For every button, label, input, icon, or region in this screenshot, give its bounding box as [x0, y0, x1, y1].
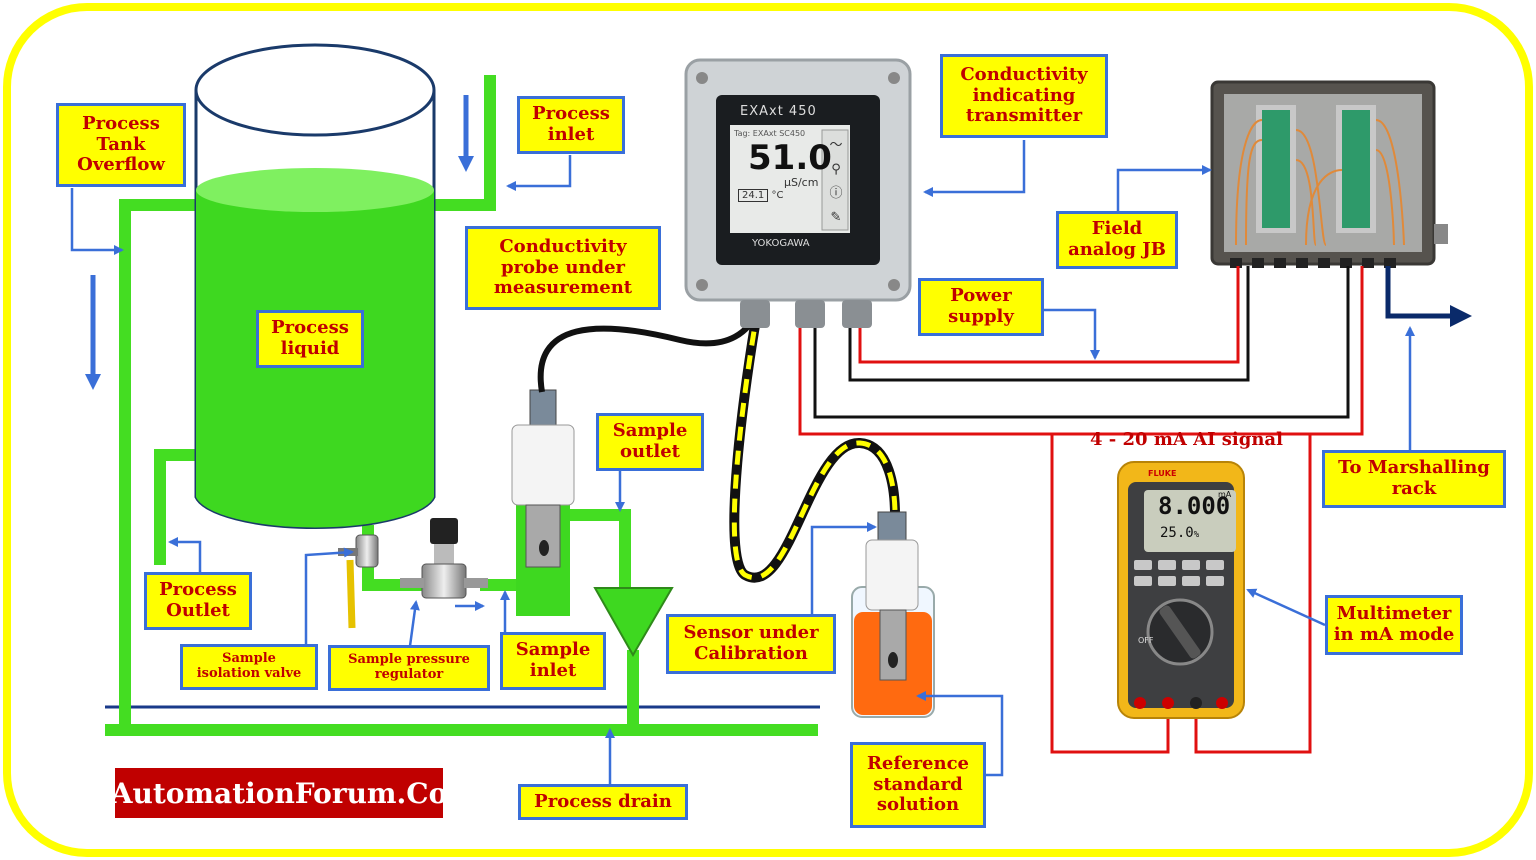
transmitter-reading: 51.0	[748, 138, 832, 178]
leader-transmitter	[923, 140, 1026, 197]
transmitter-temperature: 24.1 °C	[738, 189, 784, 202]
probe-cable	[537, 306, 763, 393]
multimeter-secondary: 25.0%	[1160, 525, 1199, 541]
transmitter-unit: µS/cm	[784, 176, 819, 189]
label-sample-pressure-regulator: Sample pressure regulator	[328, 645, 490, 691]
process-piping	[105, 75, 818, 736]
transmitter-screen-icons: 〜 ⚲ ⓘ ✎	[826, 134, 846, 230]
flow-cell-probe	[511, 389, 575, 616]
label-conductivity-transmitter: Conductivity indicating transmitter	[940, 54, 1108, 138]
transmitter-brand: YOKOGAWA	[752, 238, 810, 249]
leader-regulator	[408, 600, 420, 647]
label-process-liquid: Process liquid	[256, 310, 364, 368]
leader-power	[1044, 308, 1100, 360]
multimeter-secondary-unit: %	[1193, 530, 1200, 540]
leader-isolation-valve	[304, 547, 354, 645]
label-power-supply: Power supply	[918, 278, 1044, 336]
marshalling-arrow	[1385, 266, 1472, 327]
magnifier-icon: ⚲	[831, 162, 841, 177]
temperature-value: 24.1	[738, 189, 769, 202]
label-multimeter-mode: Multimeter in mA mode	[1325, 595, 1463, 655]
process-tank	[194, 43, 436, 529]
leader-multimeter	[1246, 588, 1326, 627]
multimeter-reading: 8.000	[1158, 492, 1231, 520]
leader-overflow	[70, 188, 124, 255]
multimeter-brand: FLUKE	[1148, 469, 1177, 478]
leader-reference	[916, 691, 1004, 777]
field-analog-jb	[1210, 80, 1448, 268]
trend-icon: 〜	[829, 138, 843, 153]
label-conductivity-probe: Conductivity probe under measurement	[465, 226, 661, 310]
temperature-unit: °C	[771, 190, 784, 201]
label-sensor-under-calibration: Sensor under Calibration	[666, 614, 836, 674]
multimeter	[1117, 461, 1245, 719]
frame-border	[3, 3, 1533, 857]
label-sample-isolation-valve: Sample isolation valve	[180, 644, 318, 690]
label-reference-standard-solution: Reference standard solution	[850, 742, 986, 828]
outlet-pipe	[154, 449, 200, 565]
reference-solution-beaker	[851, 511, 935, 718]
transmitter-model: EXAxt 450	[740, 104, 817, 119]
label-ai-signal: 4 - 20 mA AI signal	[1090, 429, 1283, 450]
label-sample-inlet: Sample inlet	[500, 632, 606, 690]
label-to-marshalling-rack: To Marshalling rack	[1322, 450, 1506, 508]
label-sample-outlet: Sample outlet	[596, 413, 704, 471]
label-process-drain: Process drain	[518, 784, 688, 820]
leader-inlet	[506, 155, 572, 191]
wiring	[798, 266, 1364, 754]
leader-jb	[1116, 165, 1212, 213]
drain-funnel	[593, 587, 674, 658]
sample-pressure-regulator	[400, 518, 488, 599]
conductivity-transmitter	[684, 58, 912, 328]
multimeter-secondary-value: 25.0	[1160, 525, 1194, 541]
label-process-outlet: Process Outlet	[144, 572, 252, 630]
multimeter-off-label: OFF	[1138, 636, 1154, 645]
wrench-icon: ✎	[830, 210, 842, 225]
leader-process-outlet	[168, 537, 202, 574]
transmitter-tag: Tag: EXAxt SC450	[734, 129, 806, 138]
sample-outlet-line	[545, 509, 631, 590]
info-icon: ⓘ	[829, 186, 843, 201]
watermark-logo: AutomationForum.Co	[111, 768, 447, 818]
label-process-tank-overflow: Process Tank Overflow	[56, 103, 186, 187]
label-process-inlet: Process inlet	[517, 96, 625, 154]
label-field-analog-jb: Field analog JB	[1056, 211, 1178, 269]
multimeter-unit: mA	[1218, 490, 1232, 499]
leader-sensor-cal	[810, 522, 877, 615]
